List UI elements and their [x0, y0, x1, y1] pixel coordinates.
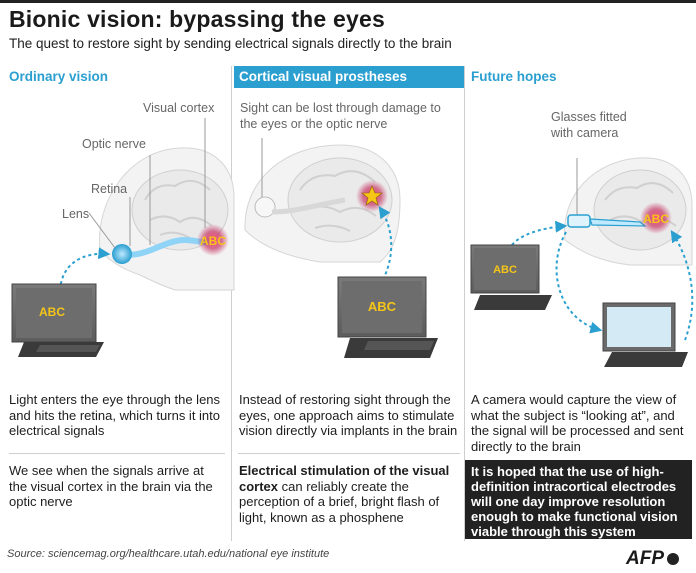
row-divider	[9, 453, 225, 454]
label-visual-cortex: Visual cortex	[143, 101, 215, 115]
source-note: Source: sciencemag.org/healthcare.utah.e…	[7, 548, 330, 560]
cortex-glow	[197, 224, 229, 256]
prostheses-para-2-rest: can reliably create the perception of a …	[239, 478, 440, 525]
head-silhouette-ordinary	[99, 147, 235, 291]
process-arrow	[555, 231, 603, 334]
future-para-1: A camera would capture the view of what …	[471, 392, 684, 454]
column-divider	[464, 66, 465, 541]
processor-screen	[602, 302, 688, 367]
monitor-prostheses	[337, 276, 438, 358]
prostheses-para-1: Instead of restoring sight through the e…	[239, 392, 458, 438]
monitor-ordinary	[11, 283, 104, 357]
page-title: Bionic vision: bypassing the eyes	[9, 6, 385, 32]
future-para-2: It is hoped that the use of high-definit…	[471, 464, 678, 539]
label-optic-nerve: Optic nerve	[82, 137, 146, 151]
leader-lens	[88, 212, 116, 249]
afp-logo-text: AFP	[626, 548, 664, 569]
cortex-glow-future	[640, 202, 672, 234]
eye-outline	[254, 196, 276, 218]
optic-nerve-gray	[271, 197, 346, 215]
label-lens: Lens	[62, 207, 90, 221]
light-arrow-ordinary	[59, 247, 111, 291]
top-rule	[0, 0, 696, 3]
heading-ordinary-vision: Ordinary vision	[9, 69, 109, 84]
prostheses-para-2: Electrical stimulation of the visual cor…	[239, 463, 461, 525]
future-highlight-box: It is hoped that the use of high-definit…	[465, 460, 692, 539]
heading-future-hopes: Future hopes	[471, 69, 557, 84]
glasses-camera	[567, 214, 647, 228]
eye-lens	[112, 244, 132, 264]
capture-arrow	[511, 220, 568, 246]
illustration-panels: ABC ABC ABC ABC	[11, 118, 694, 367]
label-glasses-camera: Glasses fitted with camera	[551, 110, 627, 140]
page-subtitle: The quest to restore sight by sending el…	[9, 36, 452, 51]
send-arrow	[670, 229, 694, 341]
label-damage-note: Sight can be lost through damage to the …	[240, 101, 441, 131]
star-icon	[361, 185, 383, 206]
monitor-abc-prostheses: ABC	[368, 299, 397, 314]
row-divider	[238, 453, 460, 454]
cortex-abc-ordinary: ABC	[200, 234, 226, 248]
column-divider	[231, 66, 232, 541]
heading-cortical-prostheses: Cortical visual prostheses	[234, 66, 465, 88]
ordinary-para-2: We see when the signals arrive at the vi…	[9, 463, 213, 509]
monitor-abc-future: ABC	[493, 264, 517, 276]
monitor-abc-ordinary: ABC	[39, 305, 65, 319]
monitor-future-view	[470, 244, 552, 310]
label-retina: Retina	[91, 182, 128, 196]
head-silhouette-future	[564, 157, 693, 266]
prostheses-para-2-bold: Electrical stimulation of the visual cor…	[239, 463, 450, 494]
afp-logo: AFP	[626, 548, 679, 570]
cortex-abc-future: ABC	[643, 212, 669, 226]
ordinary-para-1: Light enters the eye through the lens an…	[9, 392, 221, 438]
globe-icon	[667, 552, 679, 565]
